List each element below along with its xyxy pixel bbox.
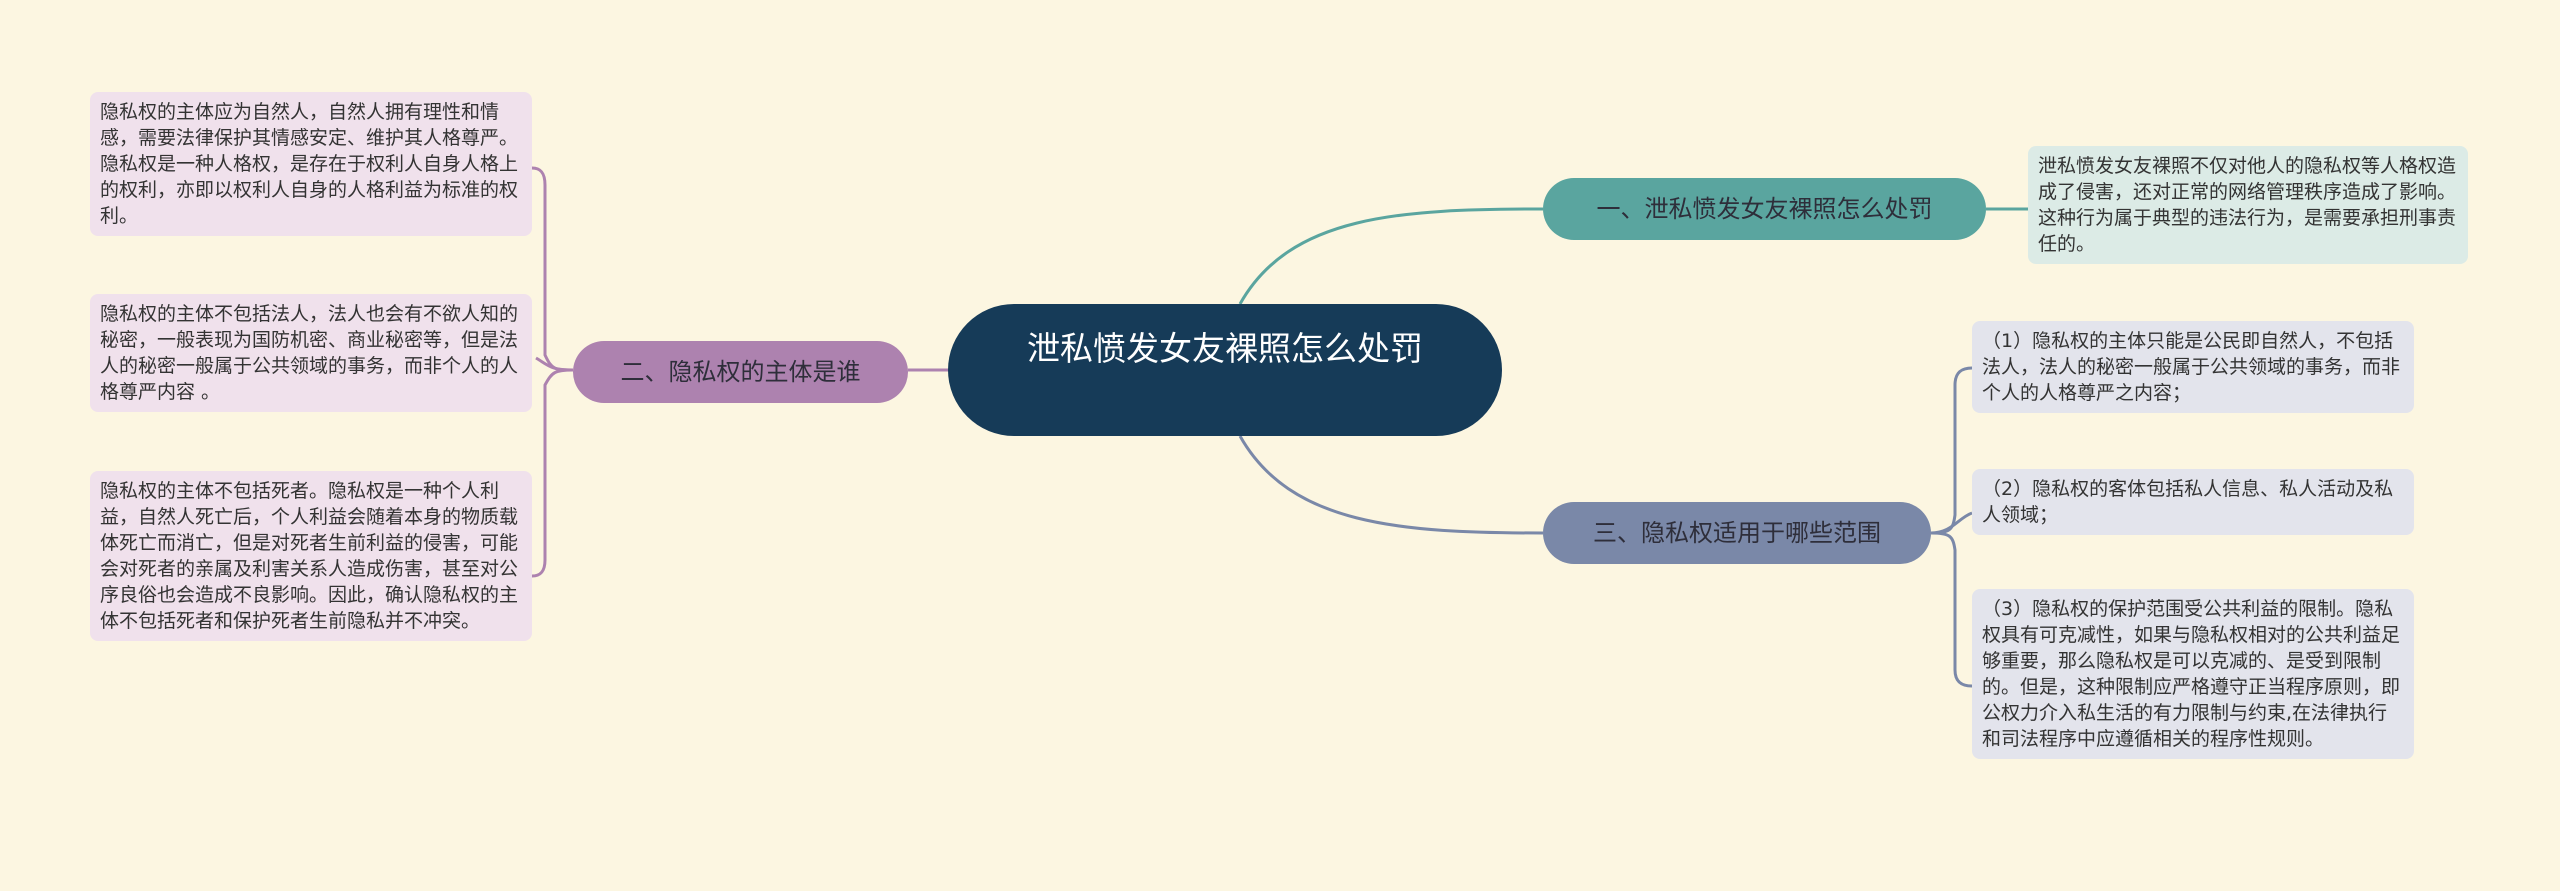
- link-branch3-leaf3: [1930, 531, 1973, 688]
- branch-2-leaf-2[interactable]: 隐私权的主体不包括法人，法人也会有不欲人知的秘密，一般表现为国防机密、商业秘密等…: [90, 294, 532, 412]
- branch-3-leaf-3[interactable]: （3）隐私权的保护范围受公共利益的限制。隐私权具有可克减性，如果与隐私权相对的公…: [1972, 589, 2414, 759]
- central-topic[interactable]: 泄私愤发女友裸照怎么处罚: [948, 304, 1502, 436]
- branch-1-leaf-1[interactable]: 泄私愤发女友裸照不仅对他人的隐私权等人格权造成了侵害，还对正常的网络管理秩序造成…: [2028, 146, 2468, 264]
- branch-2-topic[interactable]: 二、隐私权的主体是谁: [573, 341, 908, 403]
- branch-3-leaf-2[interactable]: （2）隐私权的客体包括私人信息、私人活动及私人领域；: [1972, 469, 2414, 535]
- link-center-branch1: [1238, 207, 1544, 305]
- link-branch3-leaf2: [1930, 511, 1973, 535]
- branch-2-leaf-3[interactable]: 隐私权的主体不包括死者。隐私权是一种个人利益，自然人死亡后，个人利益会随着本身的…: [90, 471, 532, 641]
- link-branch2-leaf3: [531, 368, 574, 578]
- link-branch2-leaf1: [531, 166, 574, 372]
- link-branch2-leaf2: [535, 356, 574, 372]
- link-center-branch3: [1238, 435, 1544, 535]
- link-branch3-leaf1: [1930, 366, 1973, 535]
- branch-2-leaf-1[interactable]: 隐私权的主体应为自然人，自然人拥有理性和情感，需要法律保护其情感安定、维护其人格…: [90, 92, 532, 236]
- branch-1-topic[interactable]: 一、泄私愤发女友裸照怎么处罚: [1543, 178, 1986, 240]
- branch-3-topic[interactable]: 三、隐私权适用于哪些范围: [1543, 502, 1931, 564]
- branch-3-leaf-1[interactable]: （1）隐私权的主体只能是公民即自然人，不包括法人，法人的秘密一般属于公共领域的事…: [1972, 321, 2414, 413]
